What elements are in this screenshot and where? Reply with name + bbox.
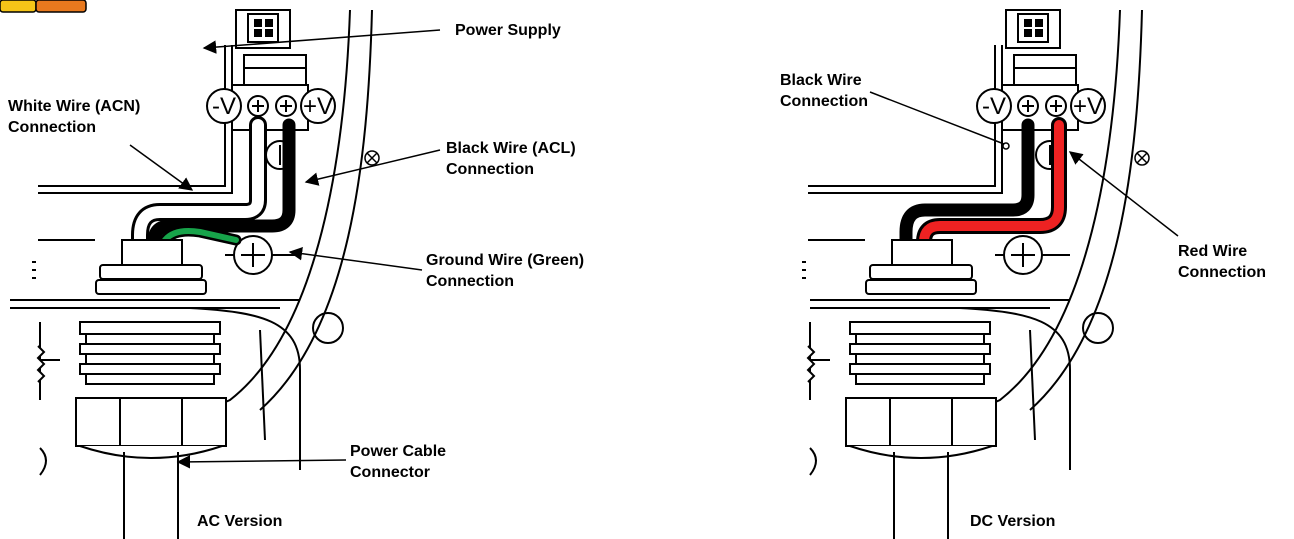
dc-terminal-plus: +V <box>1073 93 1103 120</box>
ac-ground-wire-label: Ground Wire (Green) Connection <box>426 252 585 290</box>
dc-wires <box>899 117 1067 255</box>
dc-terminal-minus: -V <box>982 93 1006 120</box>
ac-marker <box>364 150 380 166</box>
ac-power-supply-label: Power Supply <box>455 22 561 39</box>
ac-caption: AC Version <box>197 513 283 530</box>
ac-ground-screw <box>233 235 273 275</box>
dc-black-wire-label: Black Wire Connection <box>780 72 868 110</box>
dc-ground-screw <box>1003 235 1043 275</box>
dc-caption: DC Version <box>970 513 1056 530</box>
ac-left-dashes <box>32 261 36 279</box>
ac-terminal-minus: -V <box>212 93 236 120</box>
ac-cable-gland <box>36 239 227 539</box>
dc-red-wire-label: Red Wire Connection <box>1178 243 1266 281</box>
ac-power-supply <box>231 9 309 170</box>
ac-power-cable-label: Power Cable Connector <box>350 443 447 481</box>
ac-wires <box>131 116 296 254</box>
ac-terminal-labels: -V +V <box>206 88 336 124</box>
ac-callouts <box>129 29 441 469</box>
dc-marker <box>1134 150 1150 166</box>
corner-badge <box>0 0 87 13</box>
dc-left-dashes <box>802 261 806 279</box>
dc-cable-gland <box>806 239 997 539</box>
dc-callouts <box>869 91 1179 237</box>
ac-terminal-plus: +V <box>303 93 333 120</box>
dc-terminal-labels: -V +V <box>976 88 1106 124</box>
ac-black-wire-label: Black Wire (ACL) Connection <box>446 140 576 178</box>
ac-white-wire-label: White Wire (ACN) Connection <box>8 98 141 136</box>
